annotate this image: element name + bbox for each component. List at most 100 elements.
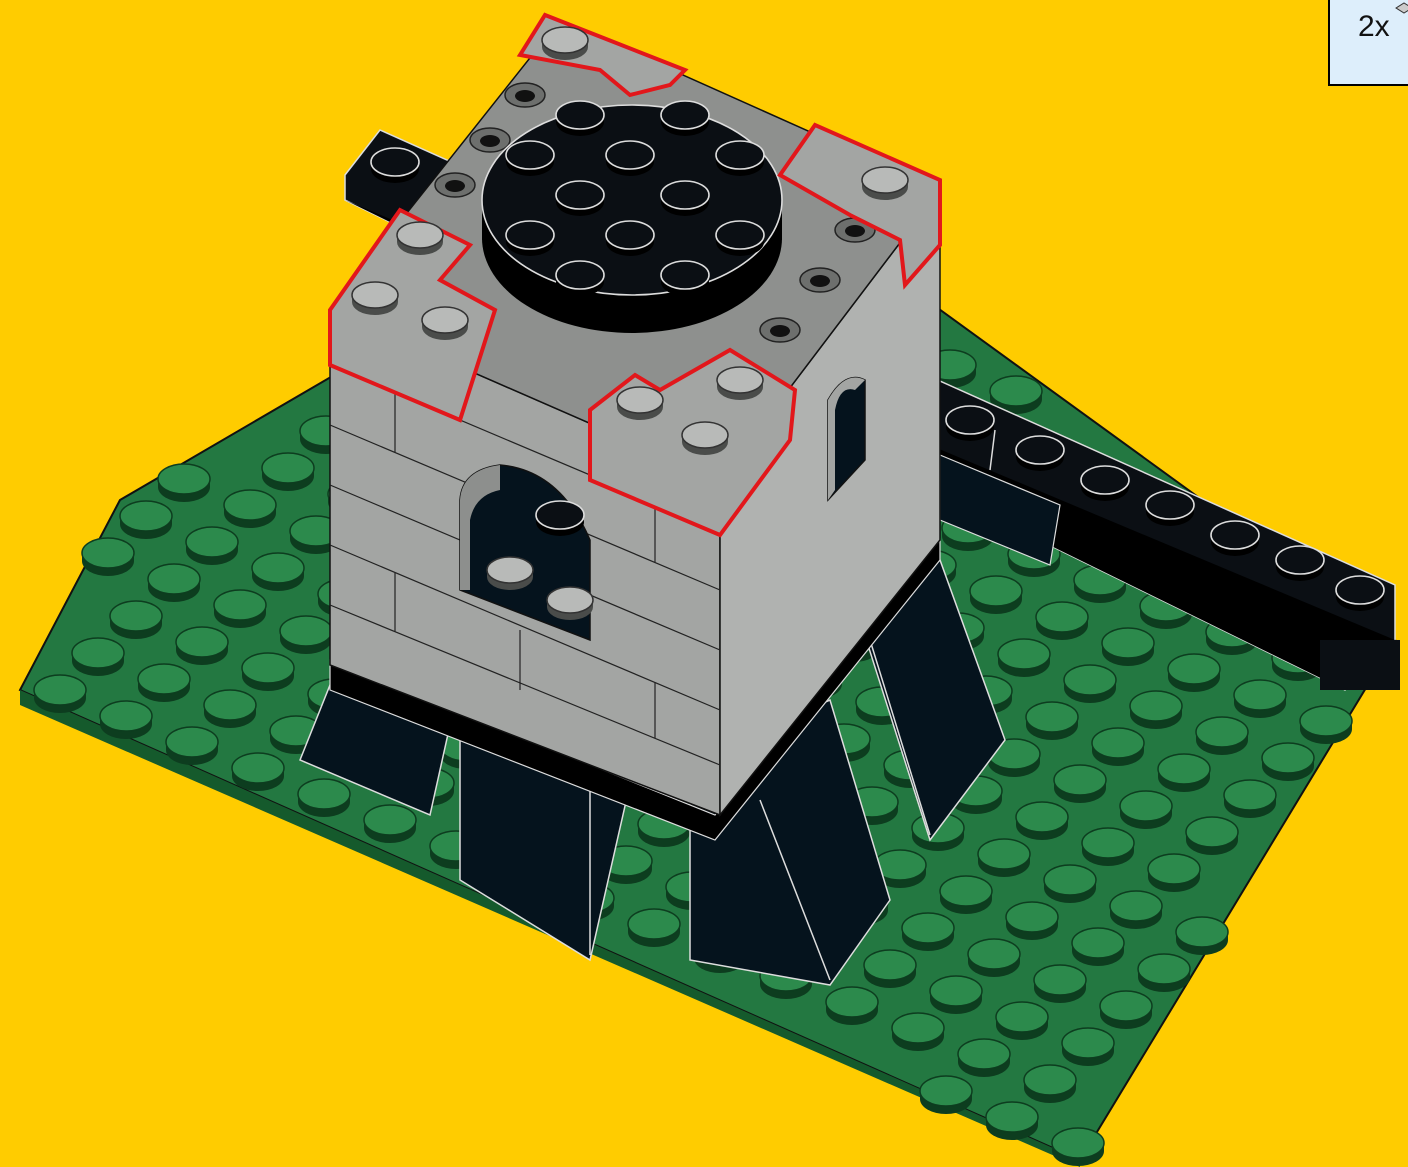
- round-plate-stud: [661, 101, 709, 136]
- round-plate-stud: [556, 181, 604, 216]
- battlement-stud: [617, 387, 663, 420]
- baseplate-stud: [364, 805, 416, 843]
- baseplate-stud: [34, 675, 86, 713]
- wall-stud: [946, 406, 994, 441]
- baseplate-stud: [1062, 1028, 1114, 1066]
- baseplate-stud: [262, 453, 314, 491]
- round-plate-stud: [661, 181, 709, 216]
- baseplate-stud: [826, 987, 878, 1025]
- wall-stud: [1081, 466, 1129, 501]
- baseplate-stud: [224, 490, 276, 528]
- part-quantity: 2x: [1358, 10, 1390, 44]
- baseplate-stud: [1110, 891, 1162, 929]
- battlement-stud: [717, 367, 763, 400]
- round-plate-stud: [556, 101, 604, 136]
- black-round-plate: [482, 105, 782, 333]
- battlement-stud: [422, 307, 468, 340]
- baseplate-stud: [1234, 680, 1286, 718]
- baseplate-stud: [252, 553, 304, 591]
- wall-stud: [1276, 546, 1324, 581]
- baseplate-stud: [1102, 628, 1154, 666]
- wall-stud: [1336, 576, 1384, 611]
- baseplate-stud: [1092, 728, 1144, 766]
- battlement-stud: [862, 167, 908, 200]
- baseplate-stud: [280, 616, 332, 654]
- deck-stud: [800, 268, 840, 292]
- baseplate-stud: [1082, 828, 1134, 866]
- round-plate-stud: [716, 141, 764, 176]
- deck-stud: [435, 173, 475, 197]
- baseplate-stud: [940, 876, 992, 914]
- deck-stud: [760, 318, 800, 342]
- baseplate-stud: [986, 1102, 1038, 1140]
- wall-stud: [1016, 436, 1064, 471]
- baseplate-stud: [892, 1013, 944, 1051]
- baseplate-stud: [628, 909, 680, 947]
- baseplate-stud: [1064, 665, 1116, 703]
- baseplate-stud: [1300, 706, 1352, 744]
- round-plate-stud: [606, 141, 654, 176]
- baseplate-stud: [82, 538, 134, 576]
- baseplate-stud: [958, 1039, 1010, 1077]
- baseplate-stud: [1072, 928, 1124, 966]
- baseplate-stud: [1100, 991, 1152, 1029]
- baseplate-stud: [232, 753, 284, 791]
- baseplate-stud: [166, 727, 218, 765]
- baseplate-stud: [920, 1076, 972, 1114]
- battlement-stud: [397, 222, 443, 255]
- baseplate-stud: [1196, 717, 1248, 755]
- wall-stud: [1211, 521, 1259, 556]
- baseplate-stud: [1130, 691, 1182, 729]
- baseplate-stud: [1016, 802, 1068, 840]
- baseplate-stud: [998, 639, 1050, 677]
- baseplate-stud: [1044, 865, 1096, 903]
- baseplate-stud: [138, 664, 190, 702]
- baseplate-stud: [1052, 1128, 1104, 1166]
- baseplate-stud: [1036, 602, 1088, 640]
- baseplate-stud: [176, 627, 228, 665]
- lego-brick-icon: [1394, 0, 1408, 16]
- parts-callout: 2x: [1328, 0, 1408, 86]
- baseplate-stud: [1176, 917, 1228, 955]
- baseplate-stud: [996, 1002, 1048, 1040]
- baseplate-stud: [1168, 654, 1220, 692]
- baseplate-stud: [1026, 702, 1078, 740]
- baseplate-stud: [968, 939, 1020, 977]
- baseplate-stud: [902, 913, 954, 951]
- round-plate-stud: [661, 261, 709, 296]
- baseplate-stud: [242, 653, 294, 691]
- baseplate-stud: [1148, 854, 1200, 892]
- round-plate-stud: [506, 141, 554, 176]
- battlement-stud: [682, 422, 728, 455]
- round-plate-stud: [506, 221, 554, 256]
- baseplate-stud: [1224, 780, 1276, 818]
- baseplate-stud: [978, 839, 1030, 877]
- baseplate-stud: [186, 527, 238, 565]
- baseplate-stud: [214, 590, 266, 628]
- baseplate-stud: [204, 690, 256, 728]
- baseplate-stud: [298, 779, 350, 817]
- baseplate-stud: [1006, 902, 1058, 940]
- baseplate-stud: [1024, 1065, 1076, 1103]
- baseplate-stud: [930, 976, 982, 1014]
- deck-stud: [505, 83, 545, 107]
- round-plate-stud: [556, 261, 604, 296]
- baseplate-stud: [1158, 754, 1210, 792]
- deck-stud: [470, 128, 510, 152]
- wall-stud: [371, 148, 419, 183]
- round-plate-stud: [606, 221, 654, 256]
- baseplate-stud: [72, 638, 124, 676]
- baseplate-stud: [1138, 954, 1190, 992]
- baseplate-stud: [970, 576, 1022, 614]
- baseplate-stud: [1034, 965, 1086, 1003]
- baseplate-stud: [864, 950, 916, 988]
- baseplate-stud: [1054, 765, 1106, 803]
- baseplate-stud: [120, 501, 172, 539]
- round-plate-stud: [716, 221, 764, 256]
- baseplate-stud: [1262, 743, 1314, 781]
- baseplate-stud: [100, 701, 152, 739]
- battlement-stud: [542, 27, 588, 60]
- baseplate-stud: [1186, 817, 1238, 855]
- battlement-stud: [352, 282, 398, 315]
